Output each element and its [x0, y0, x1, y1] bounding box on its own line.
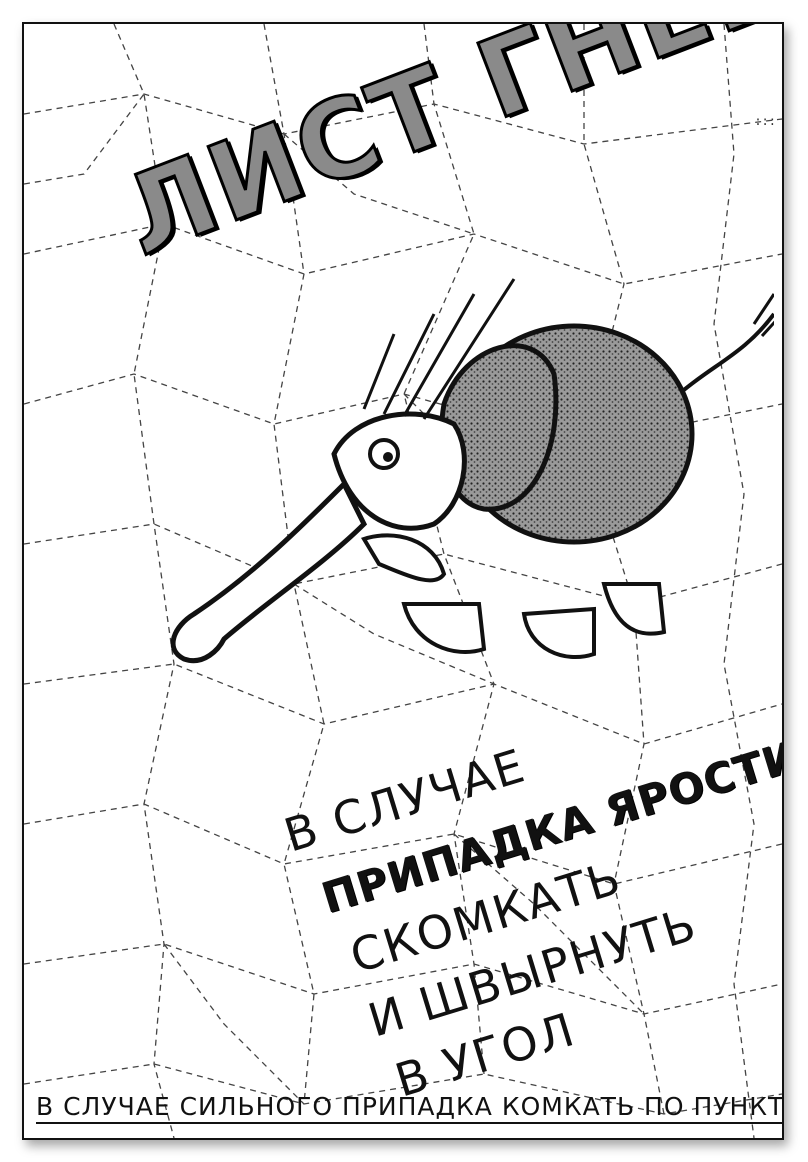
angry-elephant-icon	[170, 278, 774, 664]
anger-sheet: ::: ЛИСТ ГНЕВА В	[22, 22, 784, 1140]
footer-instruction: В СЛУЧАЕ СИЛЬНОГО ПРИПАДКА КОМКАТЬ ПО ПУ…	[36, 1092, 782, 1124]
corner-mark: :::	[754, 114, 776, 128]
